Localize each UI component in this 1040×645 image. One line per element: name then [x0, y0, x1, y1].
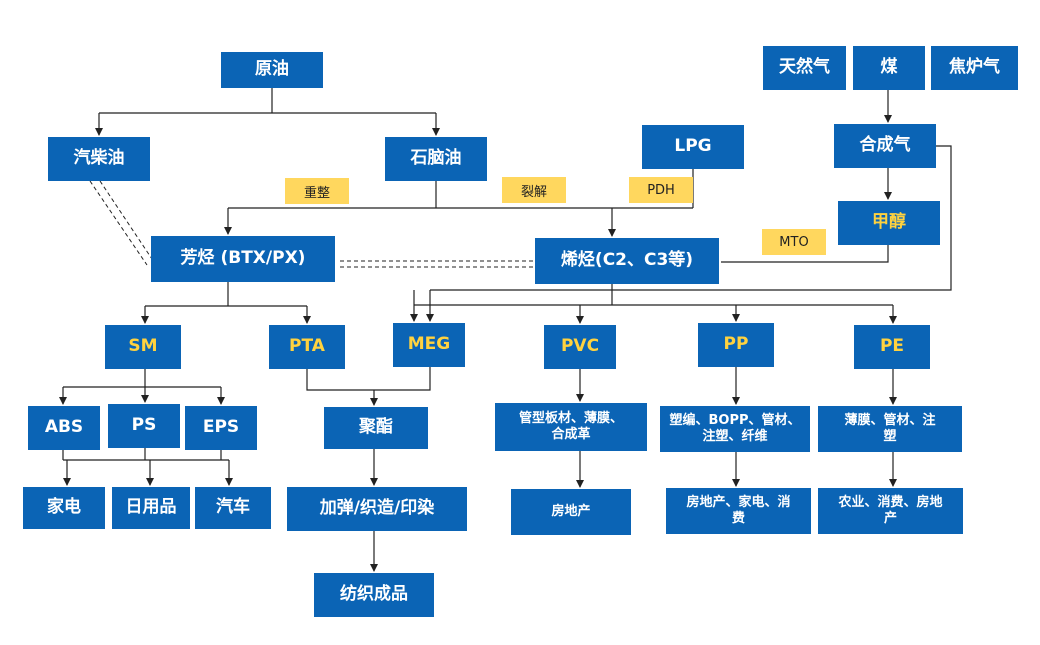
node-natural-gas: 天然气 — [763, 46, 846, 90]
node-meg: MEG — [393, 323, 465, 367]
edge-gasoline-dash-2 — [99, 180, 153, 260]
node-polyester: 聚酯 — [324, 407, 428, 449]
node-coal: 煤 — [853, 46, 925, 90]
node-daily-goods: 日用品 — [112, 487, 190, 529]
node-pe: PE — [854, 325, 930, 369]
node-pp-products: 塑编、BOPP、管材、注塑、纤维 — [660, 406, 810, 452]
node-methanol: 甲醇 — [838, 201, 940, 245]
node-pp-end-use: 房地产、家电、消费 — [666, 488, 811, 534]
node-pe-products: 薄膜、管材、注塑 — [818, 406, 962, 452]
node-olefins: 烯烃(C2、C3等) — [535, 238, 719, 284]
node-textiles: 纺织成品 — [314, 573, 434, 617]
node-ps: PS — [108, 404, 180, 448]
node-automobile: 汽车 — [195, 487, 271, 529]
edge-gasoline-dash-1 — [89, 180, 148, 266]
node-crude-oil: 原油 — [221, 52, 323, 88]
node-pe-end-use: 农业、消费、房地产 — [818, 488, 963, 534]
node-appliances: 家电 — [23, 487, 105, 529]
edge-methanol-to-olefins — [721, 245, 889, 263]
edge-syngas-to-meg — [430, 145, 952, 291]
node-pvc-products: 管型板材、薄膜、合成革 — [495, 403, 647, 451]
node-coke-oven-gas: 焦炉气 — [931, 46, 1018, 90]
node-pta: PTA — [269, 325, 345, 369]
tag-cracking: 裂解 — [502, 177, 566, 203]
node-abs: ABS — [28, 406, 100, 450]
node-eps: EPS — [185, 406, 257, 450]
node-aromatics: 芳烃 (BTX/PX) — [151, 236, 335, 282]
edge-pta-meg-join — [306, 367, 431, 391]
node-pvc: PVC — [544, 325, 616, 369]
node-real-estate: 房地产 — [511, 489, 631, 535]
node-naphtha: 石脑油 — [385, 137, 487, 181]
tag-pdh: PDH — [629, 177, 693, 203]
node-syngas: 合成气 — [834, 124, 936, 168]
tag-reforming: 重整 — [285, 178, 349, 204]
node-texturing: 加弹/织造/印染 — [287, 487, 467, 531]
node-sm: SM — [105, 325, 181, 369]
node-pp: PP — [698, 323, 774, 367]
node-lpg: LPG — [642, 125, 744, 169]
node-gasoline-diesel: 汽柴油 — [48, 137, 150, 181]
tag-mto: MTO — [762, 229, 826, 255]
